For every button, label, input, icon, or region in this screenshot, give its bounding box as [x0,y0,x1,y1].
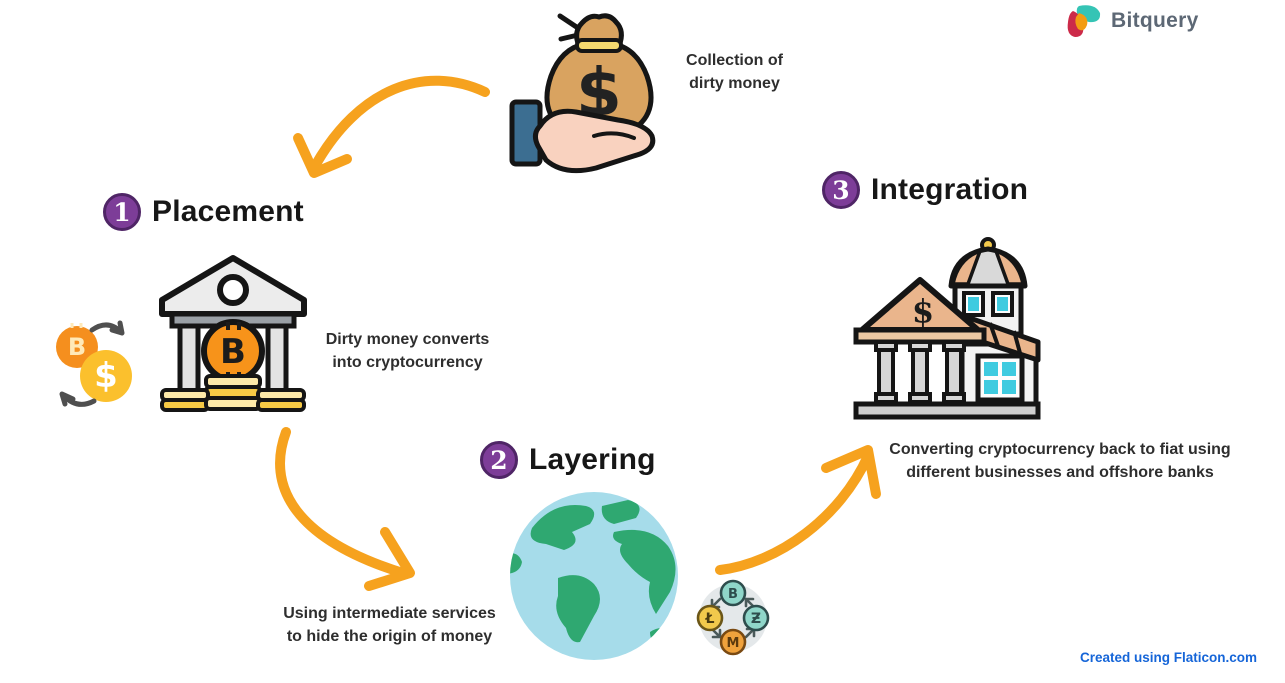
stage-2-number-badge: 2 [480,441,518,479]
curved-arrow-collection-to-placement [293,75,490,178]
pediment-dollar-glyph: $ [912,292,934,330]
stage-3-title: Integration [871,173,1029,206]
brand-bitquery: Bitquery [1066,4,1199,38]
crypto-coins-cycle-icon: B Ł Ƶ M [696,579,770,656]
stage-1-number-badge: 1 [103,193,141,231]
bitquery-logo-icon [1067,5,1101,37]
flaticon-attribution: Created using Flaticon.com [1079,650,1257,665]
coin-zec-glyph: Ƶ [751,611,761,627]
curved-arrow-layering-to-integration [715,445,881,575]
bank-with-bitcoin-icon: B [159,255,307,412]
stage-3-number-badge: 3 [822,171,860,209]
bank-and-business-building-icon: $ [853,237,1041,420]
brand-name: Bitquery [1111,9,1199,32]
coin-xmr-glyph: M [727,636,740,651]
stage-3-description: Converting cryptocurrency back to fiat u… [889,441,1231,481]
coin-ltc-glyph: Ł [705,611,715,627]
stage-2-title: Layering [529,443,656,476]
bitcoin-dollar-exchange-icon: B $ [56,320,132,407]
exchange-usd-glyph: $ [94,356,118,396]
stage-1-title: Placement [152,195,304,228]
coin-btc-glyph: B [728,587,738,602]
curved-arrow-placement-to-layering [275,427,415,591]
exchange-btc-glyph: B [68,333,86,361]
stage-2-description: Using intermediate services to hide the … [283,605,496,645]
stage-2-header: 2 Layering [480,441,656,479]
stage-3-header: 3 Integration [822,171,1028,209]
bitcoin-glyph: B [220,332,246,372]
stage-1-header: 1 Placement [103,193,304,231]
collection-of-dirty-money-label: Collection of dirty money [686,52,783,93]
globe-icon [510,492,678,660]
money-bag-in-hand-icon: $ [509,13,656,174]
stage-1-description: Dirty money converts into cryptocurrency [325,331,490,371]
